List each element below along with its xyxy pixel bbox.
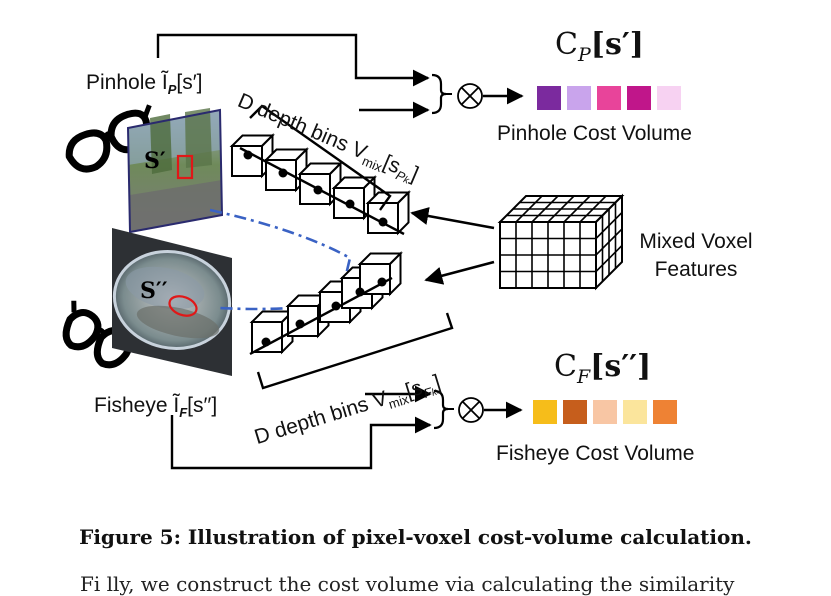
depth-sample-dot [261,337,271,347]
cost-cell [627,86,651,110]
cost-cell [597,86,621,110]
mixed-voxel-label: Mixed Voxel Features [639,230,753,281]
pinhole-input-label: Pinhole ĨP[s′] [86,71,203,98]
pinhole-point-label: S′ [144,148,166,174]
pinhole-top-wire [156,33,430,87]
fisheye-cost-title: CF[s′′] [554,349,652,388]
fisheye-depth-bracket [256,312,454,390]
depth-sample-dot [278,168,288,178]
depth-bin-cube [357,251,403,297]
depth-sample-dot [378,217,388,227]
fisheye-image [112,228,232,376]
voxel-to-pinhole-arrow [410,206,495,230]
voxel-to-fisheye-arrow [424,260,495,285]
pinhole-multiply-op [457,83,483,109]
depth-sample-dot [345,199,355,209]
depth-sample-dot [355,287,365,297]
mixed-voxel-grid [497,193,625,291]
depth-sample-dot [377,277,387,287]
pinhole-cost-title: CP[s′] [555,27,644,66]
diagram-canvas: Pinhole ĨP[s′] Fisheye ĨF[s′′] S′ S′′ D … [62,27,753,596]
body-text-fragment: Fi lly, we construct the cost volume via… [80,572,735,596]
cost-cell [537,86,561,110]
pinhole-image [126,108,224,234]
cost-cell [563,400,587,424]
fisheye-cost-volume-label: Fisheye Cost Volume [496,442,695,465]
depth-bin-cube [249,309,295,355]
pinhole-brace [431,73,447,115]
depth-sample-dot [331,301,341,311]
pinhole-cost-cells [537,86,681,110]
fisheye-ray [249,276,393,356]
diagram-svg [62,33,681,470]
pinhole-depth-bins [229,133,411,236]
correspondence-curve [209,208,352,311]
cost-cell [623,400,647,424]
cost-cell [657,86,681,110]
cost-cell [593,400,617,424]
cost-cell [533,400,557,424]
fisheye-depth-bins [249,251,403,356]
figure-caption: Figure 5: Illustration of pixel-voxel co… [79,525,752,549]
fisheye-bottom-wire [170,415,432,470]
pinhole-cost-volume-label: Pinhole Cost Volume [497,122,692,145]
fisheye-multiply-op [458,397,484,423]
depth-sample-dot [313,185,323,195]
depth-sample-dot [295,319,305,329]
fisheye-point-label: S′′ [140,278,168,304]
fisheye-input-label: Fisheye ĨF[s′′] [94,394,218,421]
depth-sample-dot [243,150,253,160]
cost-cell [653,400,677,424]
fisheye-cost-cells [533,400,677,424]
pinhole-depth-bracket [249,104,392,211]
cost-cell [567,86,591,110]
